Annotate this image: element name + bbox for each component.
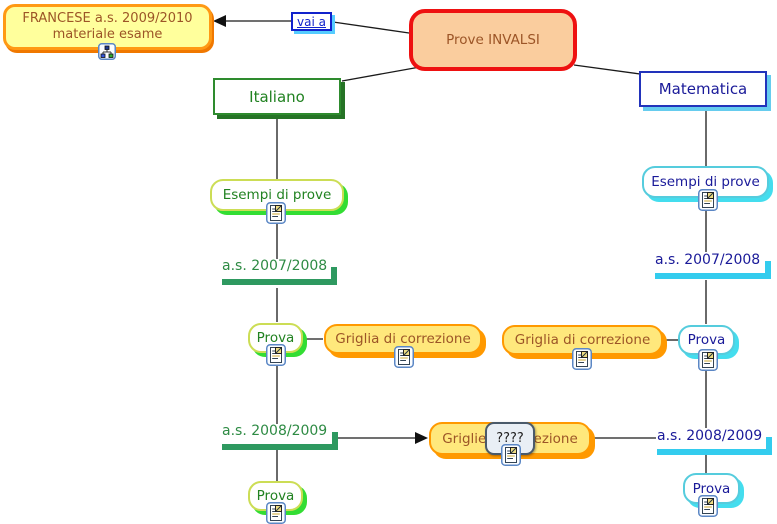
node-label: Prova — [256, 330, 295, 346]
document-resource-icon[interactable] — [266, 344, 286, 366]
node-label-line2: materiale esame — [52, 27, 163, 42]
node-label: Esempi di prove — [651, 174, 760, 190]
node-label: a.s. 2008/2009 — [657, 428, 763, 444]
node-matematica[interactable]: Matematica — [639, 71, 767, 107]
document-resource-icon[interactable] — [266, 202, 286, 224]
underline-bar — [657, 449, 767, 455]
document-resource-icon[interactable] — [572, 348, 592, 370]
underline-bar — [222, 444, 333, 450]
node-italiano[interactable]: Italiano — [213, 78, 341, 115]
underline-end-cap — [332, 432, 338, 450]
node-label: a.s. 2008/2009 — [222, 423, 328, 439]
node-vai-a-link[interactable]: vai a — [291, 12, 332, 31]
node-label: Italiano — [249, 87, 305, 106]
arrowhead-left — [213, 15, 226, 27]
node-label: Matematica — [658, 80, 748, 98]
underline-bar — [655, 273, 766, 279]
node-prova-italiano-2008[interactable]: Prova — [248, 481, 303, 511]
node-label: vai a — [297, 14, 326, 29]
document-resource-icon[interactable] — [698, 495, 718, 517]
underline-end-cap — [331, 267, 337, 285]
node-prova-italiano-2007[interactable]: Prova — [248, 323, 303, 353]
underline-end-cap — [766, 437, 772, 455]
node-label: Prova — [687, 332, 726, 348]
org-chart-icon[interactable] — [98, 43, 116, 60]
node-label: Esempi di prove — [222, 187, 332, 203]
node-as-2007-2008-matematica[interactable]: a.s. 2007/2008 — [655, 252, 771, 282]
node-label: Griglia di correzione — [335, 331, 471, 347]
node-label: Prove INVALSI — [446, 32, 540, 48]
document-resource-icon[interactable] — [394, 346, 414, 368]
node-label: Griglia di correzione — [514, 332, 651, 348]
node-as-2007-2008-italiano[interactable]: a.s. 2007/2008 — [222, 258, 337, 288]
document-resource-icon[interactable] — [698, 189, 718, 211]
document-resource-icon[interactable] — [501, 444, 521, 466]
node-as-2008-2009-italiano[interactable]: a.s. 2008/2009 — [222, 423, 338, 453]
arrowhead-right — [415, 432, 428, 444]
node-label: a.s. 2007/2008 — [655, 252, 761, 268]
node-as-2008-2009-matematica[interactable]: a.s. 2008/2009 — [657, 428, 772, 458]
node-label: Prova — [692, 480, 731, 497]
node-label: a.s. 2007/2008 — [222, 258, 328, 274]
node-prove-invalsi[interactable]: Prove INVALSI — [409, 9, 577, 71]
underline-bar — [222, 279, 332, 285]
document-resource-icon[interactable] — [698, 349, 718, 371]
node-label-line1: FRANCESE a.s. 2009/2010 — [22, 11, 193, 26]
overlay-text: ???? — [496, 431, 524, 446]
node-label: Prova — [256, 488, 295, 504]
document-resource-icon[interactable] — [266, 502, 286, 524]
underline-end-cap — [765, 261, 771, 279]
node-francese-materiale-esame[interactable]: FRANCESE a.s. 2009/2010 materiale esame — [3, 4, 212, 50]
